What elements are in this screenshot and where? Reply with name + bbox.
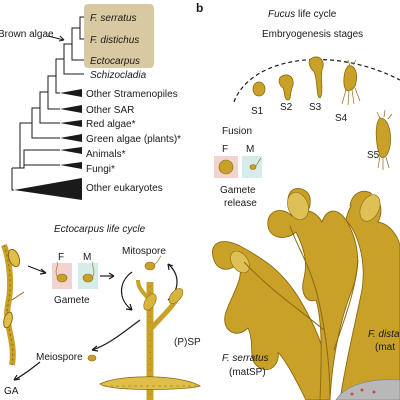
- fucus-life-cycle: b Fucus life cycle Embryogenesis stages …: [196, 1, 400, 400]
- phylogeny-tree: Brown algae F. serratus F. dis: [0, 4, 181, 200]
- ecto-mitospore: [144, 261, 156, 271]
- ecto-ga-label: GA: [4, 386, 19, 397]
- embryogenesis-arc: [233, 58, 400, 103]
- ecto-mitospore-label: Mitospore: [122, 246, 166, 257]
- ecto-psp-label: (P)SP: [174, 337, 201, 348]
- taxon-red-algae: Red algae*: [86, 119, 136, 130]
- gamete-release-line2: release: [224, 198, 257, 209]
- fucus-m-label: M: [246, 144, 254, 155]
- taxon-schizocladia: Schizocladia: [90, 70, 147, 81]
- ecto-f-label: F: [58, 252, 64, 263]
- gamete-release-line1: Gamete: [220, 185, 256, 196]
- stage-s2: S2: [280, 102, 293, 113]
- taxon-animals: Animals*: [86, 149, 126, 160]
- embryo-s3: [308, 56, 324, 99]
- embryo-s1: [252, 81, 266, 97]
- embryo-stages: [252, 56, 391, 158]
- stage-s1: S1: [251, 106, 264, 117]
- taxon-green-algae: Green algae (plants)*: [86, 134, 181, 145]
- f-serratus-receptacles: [230, 192, 381, 274]
- fucus-f-label: F: [222, 144, 228, 155]
- taxon-f-serratus: F. serratus: [90, 13, 137, 24]
- panel-b-letter: b: [196, 1, 203, 15]
- f-serratus-name: F. serratus: [222, 353, 269, 364]
- fucus-sperm: [249, 164, 257, 170]
- fusion-label: Fusion: [222, 126, 252, 137]
- embryo-s4: [343, 65, 357, 91]
- stage-s3: S3: [309, 102, 322, 113]
- brown-algae-label: Brown algae: [0, 29, 54, 40]
- ecto-meiospore: [87, 354, 97, 362]
- ecto-female-gamete: [56, 273, 68, 283]
- stage-s5: S5: [367, 150, 380, 161]
- f-distichus-name: F. dista: [368, 329, 400, 340]
- f-serratus-sub: (matSP): [229, 367, 266, 378]
- ecto-left-filament: [1, 244, 25, 366]
- embryo-s2: [278, 74, 294, 101]
- ectocarpus-title: Ectocarpus life cycle: [54, 224, 146, 235]
- taxon-other-stramenopiles: Other Stramenopiles: [86, 89, 178, 100]
- embryogenesis-title: Embryogenesis stages: [262, 29, 363, 40]
- ecto-m-label: M: [83, 252, 91, 263]
- taxon-other-eukaryotes: Other eukaryotes: [86, 183, 163, 194]
- brown-algae-highlight-box: [84, 4, 154, 68]
- ecto-meiospore-label: Meiospore: [36, 352, 83, 363]
- taxon-ectocarpus: Ectocarpus: [90, 56, 140, 67]
- ecto-male-gamete: [82, 273, 94, 283]
- embryo-s5: [375, 117, 391, 158]
- ecto-sporophyte: [99, 279, 201, 400]
- taxon-fungi: Fungi*: [86, 164, 115, 175]
- ecto-gamete-label: Gamete: [54, 295, 90, 306]
- f-distichus-sub: (mat: [375, 342, 395, 353]
- ectocarpus-life-cycle: Ectocarpus life cycle F M Gamete: [1, 224, 201, 400]
- taxon-other-sar: Other SAR: [86, 105, 134, 116]
- stage-s4: S4: [335, 113, 348, 124]
- taxon-f-distichus: F. distichus: [90, 35, 139, 46]
- fucus-egg: [218, 159, 234, 175]
- fucus-title: Fucus life cycle: [268, 9, 337, 20]
